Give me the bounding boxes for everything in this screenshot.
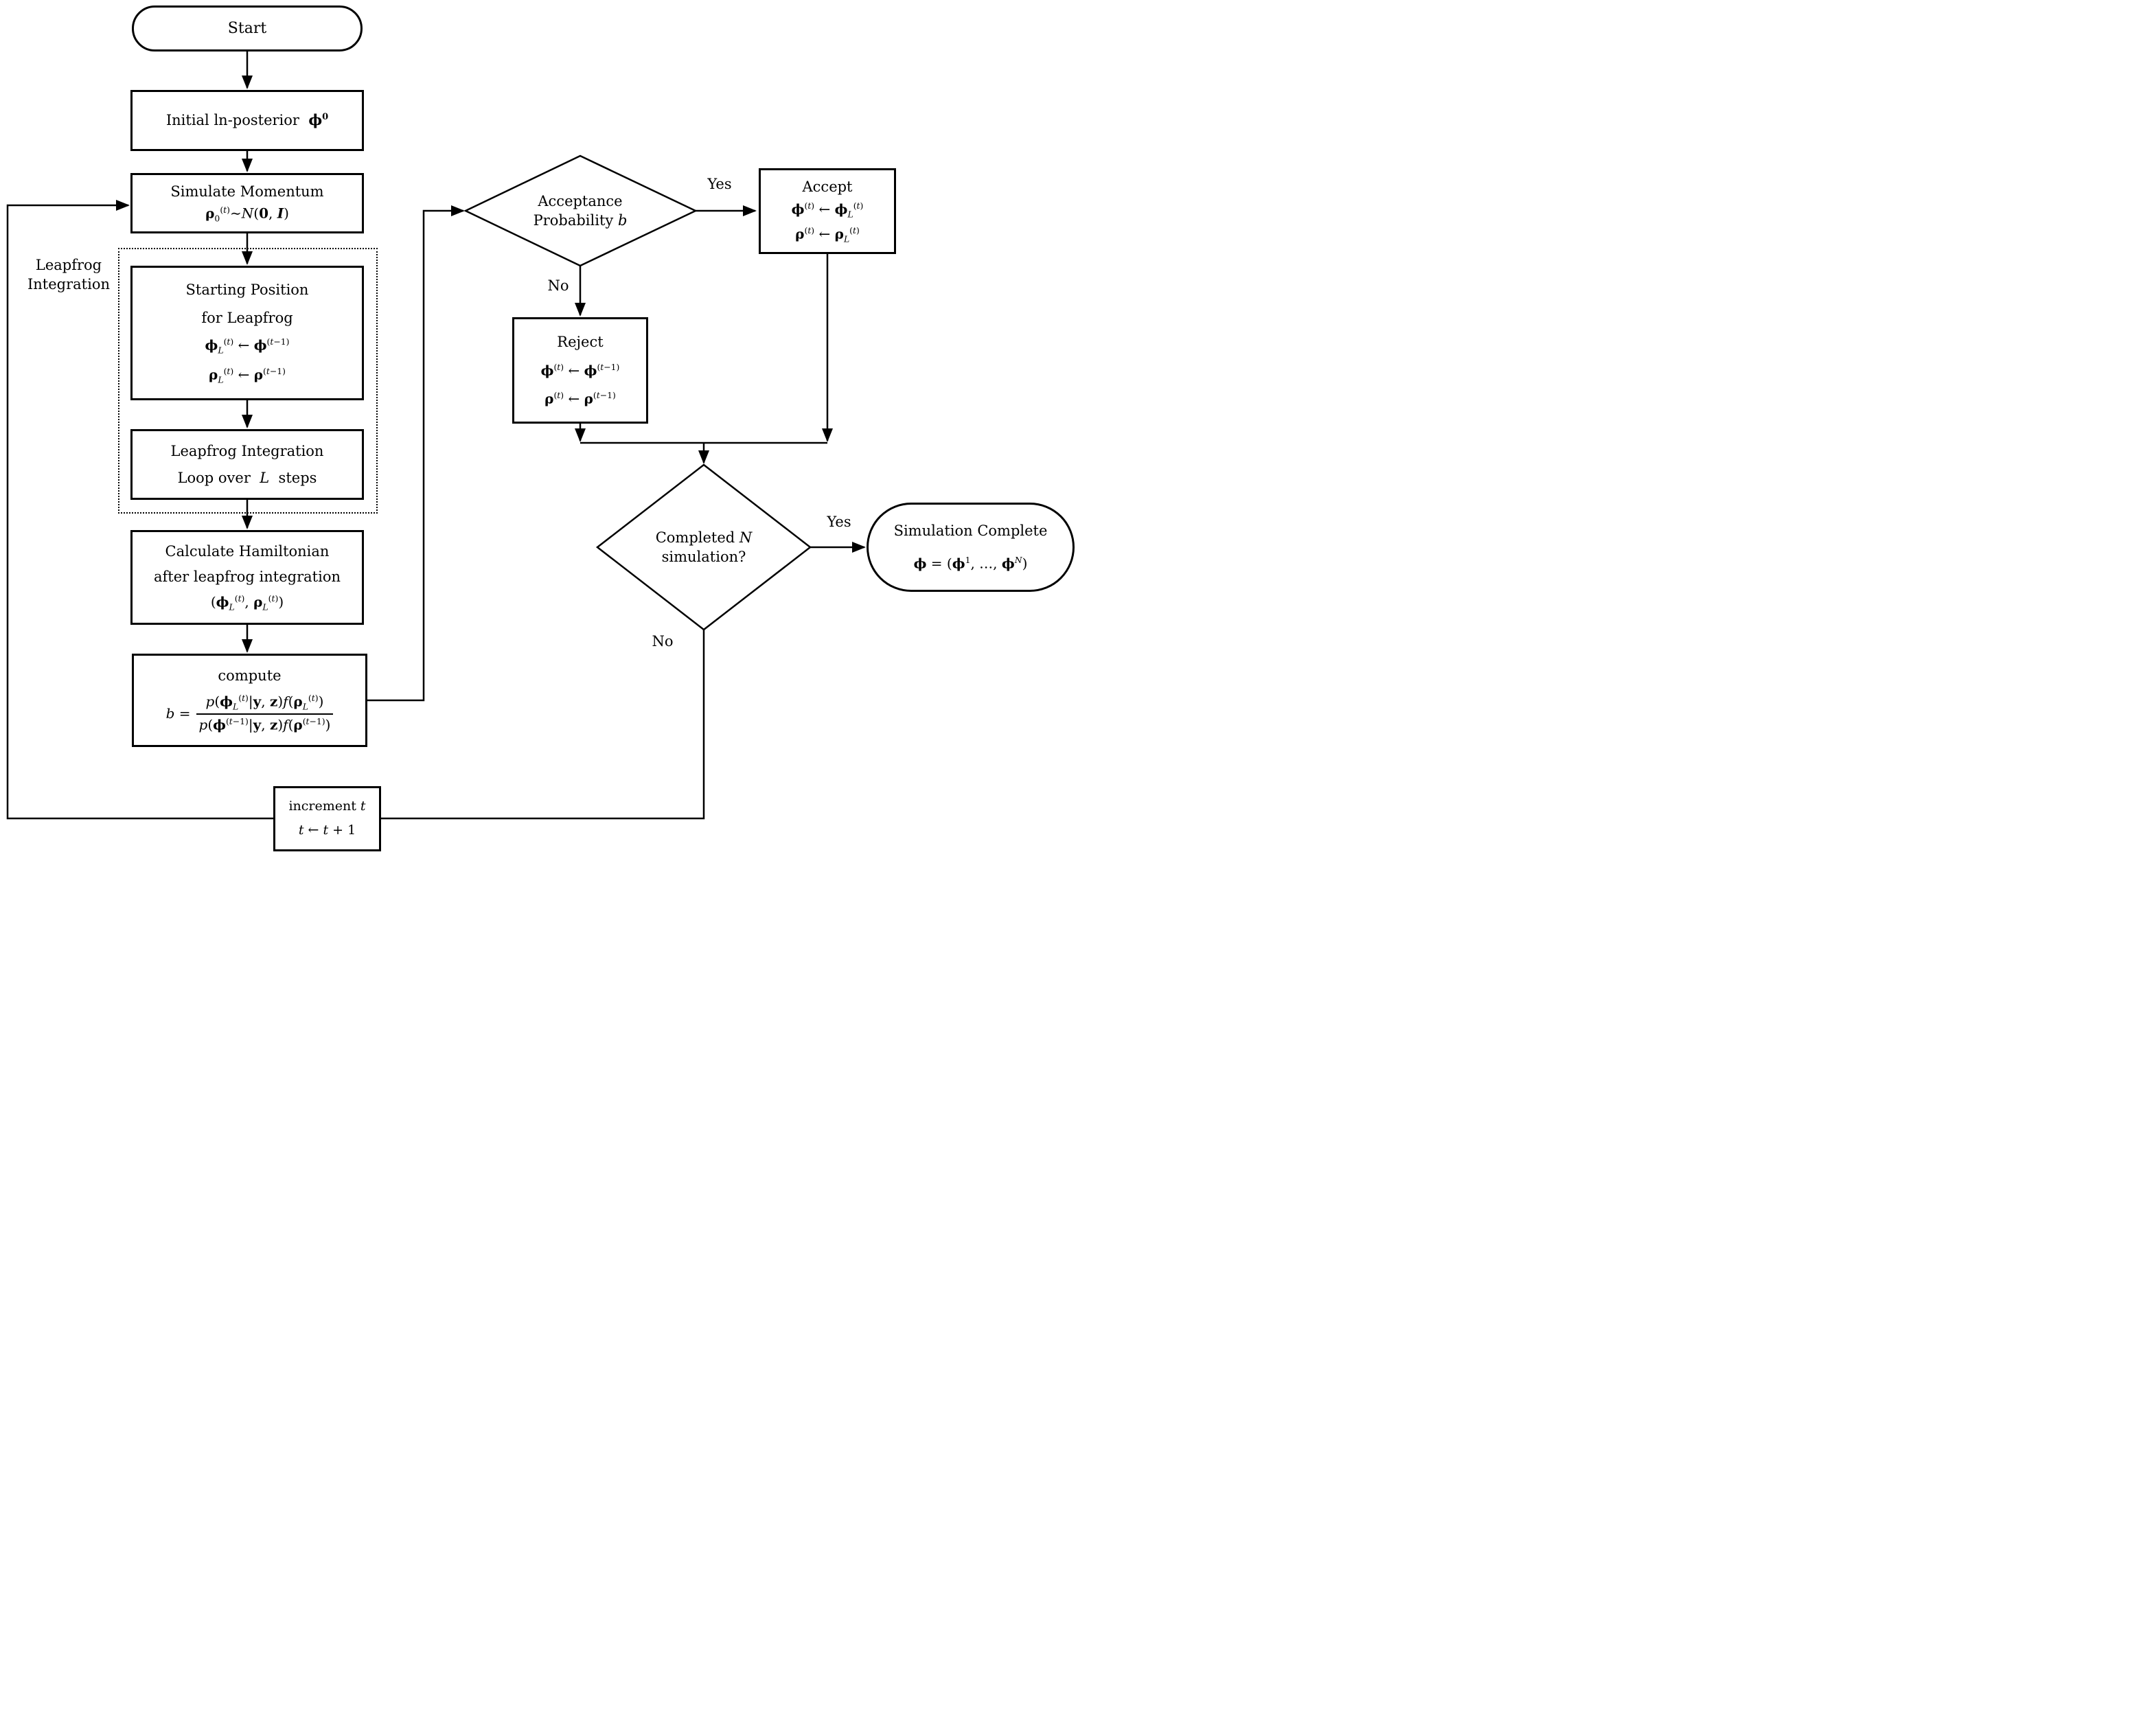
acceptance-no-label: No: [547, 277, 569, 294]
compute-b-denominator: p(ϕ(t−1)|y, z)f(ρ(t−1)): [198, 716, 331, 733]
increment-line1: increment t: [288, 799, 366, 814]
starting-position-title-line2: for Leapfrog: [201, 309, 293, 326]
accept-box: Accept ϕ(t) ← ϕL(t) ρ(t) ← ρL(t): [759, 168, 896, 254]
flowchart-canvas: Start Initial ln-posterior ϕ0 Simulate M…: [0, 0, 1078, 856]
simulate-momentum-box: Simulate Momentum ρ0(t)∼N(0, I): [130, 173, 364, 233]
initial-posterior-box: Initial ln-posterior ϕ0: [130, 90, 364, 151]
reject-formula1: ϕ(t) ← ϕ(t−1): [540, 361, 620, 379]
acceptance-decision-label: Acceptance Probability b: [505, 182, 656, 240]
starting-position-formula2: ρL(t) ← ρ(t−1): [209, 366, 286, 385]
starting-position-box: Starting Position for Leapfrog ϕL(t) ← ϕ…: [130, 266, 364, 400]
compute-b-box: compute b = p(ϕL(t)|y, z)f(ρL(t)) p(ϕ(t−…: [132, 654, 367, 747]
calculate-hamiltonian-box: Calculate Hamiltonian after leapfrog int…: [130, 530, 364, 625]
simulate-momentum-title: Simulate Momentum: [170, 183, 324, 200]
completed-yes-label: Yes: [827, 514, 851, 530]
calculate-hamiltonian-line1: Calculate Hamiltonian: [165, 542, 330, 560]
edge-compute-to-acceptance: [367, 205, 465, 702]
simulation-complete-title: Simulation Complete: [893, 523, 1048, 540]
accept-title: Accept: [802, 179, 853, 196]
leapfrog-region-label-line1: Leapfrog: [35, 257, 102, 273]
leapfrog-loop-line2: Loop over L steps: [177, 469, 317, 486]
compute-b-title: compute: [218, 667, 282, 684]
simulation-complete-terminal: Simulation Complete ϕ = (ϕ1, …, ϕN): [867, 503, 1075, 592]
leapfrog-loop-line1: Leapfrog Integration: [170, 443, 324, 460]
start-label: Start: [227, 19, 267, 37]
simulation-complete-formula: ϕ = (ϕ1, …, ϕN): [913, 554, 1028, 572]
increment-line2: t ← t + 1: [298, 823, 356, 838]
calculate-hamiltonian-line2: after leapfrog integration: [154, 568, 341, 585]
simulate-momentum-formula: ρ0(t)∼N(0, I): [205, 205, 289, 224]
starting-position-title-line1: Starting Position: [185, 281, 309, 298]
completed-decision-line1: Completed N: [655, 529, 753, 547]
start-terminal: Start: [132, 5, 363, 51]
acceptance-decision-line1: Acceptance: [538, 193, 623, 210]
leapfrog-loop-box: Leapfrog Integration Loop over L steps: [130, 429, 364, 500]
completed-no-label: No: [652, 633, 674, 650]
completed-decision-line2: simulation?: [661, 548, 746, 565]
compute-b-lhs: b =: [165, 704, 191, 722]
compute-b-fraction: p(ϕL(t)|y, z)f(ρL(t)) p(ϕ(t−1)|y, z)f(ρ(…: [196, 693, 334, 734]
completed-decision-label: Completed N simulation?: [628, 518, 779, 577]
compute-b-equation: b = p(ϕL(t)|y, z)f(ρL(t)) p(ϕ(t−1)|y, z)…: [166, 693, 334, 734]
connector-lines: [6, 51, 866, 820]
acceptance-yes-label: Yes: [707, 176, 732, 192]
reject-title: Reject: [557, 333, 604, 350]
initial-posterior-text: Initial ln-posterior ϕ0: [165, 111, 329, 129]
increment-box: increment t t ← t + 1: [273, 786, 381, 851]
leapfrog-region-label-line2: Integration: [27, 276, 110, 293]
accept-formula2: ρ(t) ← ρL(t): [795, 225, 860, 244]
reject-formula2: ρ(t) ← ρ(t−1): [544, 390, 616, 408]
compute-b-numerator: p(ϕL(t)|y, z)f(ρL(t)): [196, 693, 334, 715]
edge-increment-to-simulate-loop: [6, 200, 273, 820]
edge-completed-no-to-increment: [381, 630, 705, 820]
reject-box: Reject ϕ(t) ← ϕ(t−1) ρ(t) ← ρ(t−1): [512, 317, 648, 424]
calculate-hamiltonian-formula: (ϕL(t), ρL(t)): [210, 593, 284, 612]
leapfrog-region-label: Leapfrog Integration: [14, 255, 124, 295]
accept-formula1: ϕ(t) ← ϕL(t): [791, 200, 864, 220]
starting-position-formula1: ϕL(t) ← ϕ(t−1): [205, 336, 290, 356]
acceptance-decision-line2: Probability b: [533, 211, 628, 229]
